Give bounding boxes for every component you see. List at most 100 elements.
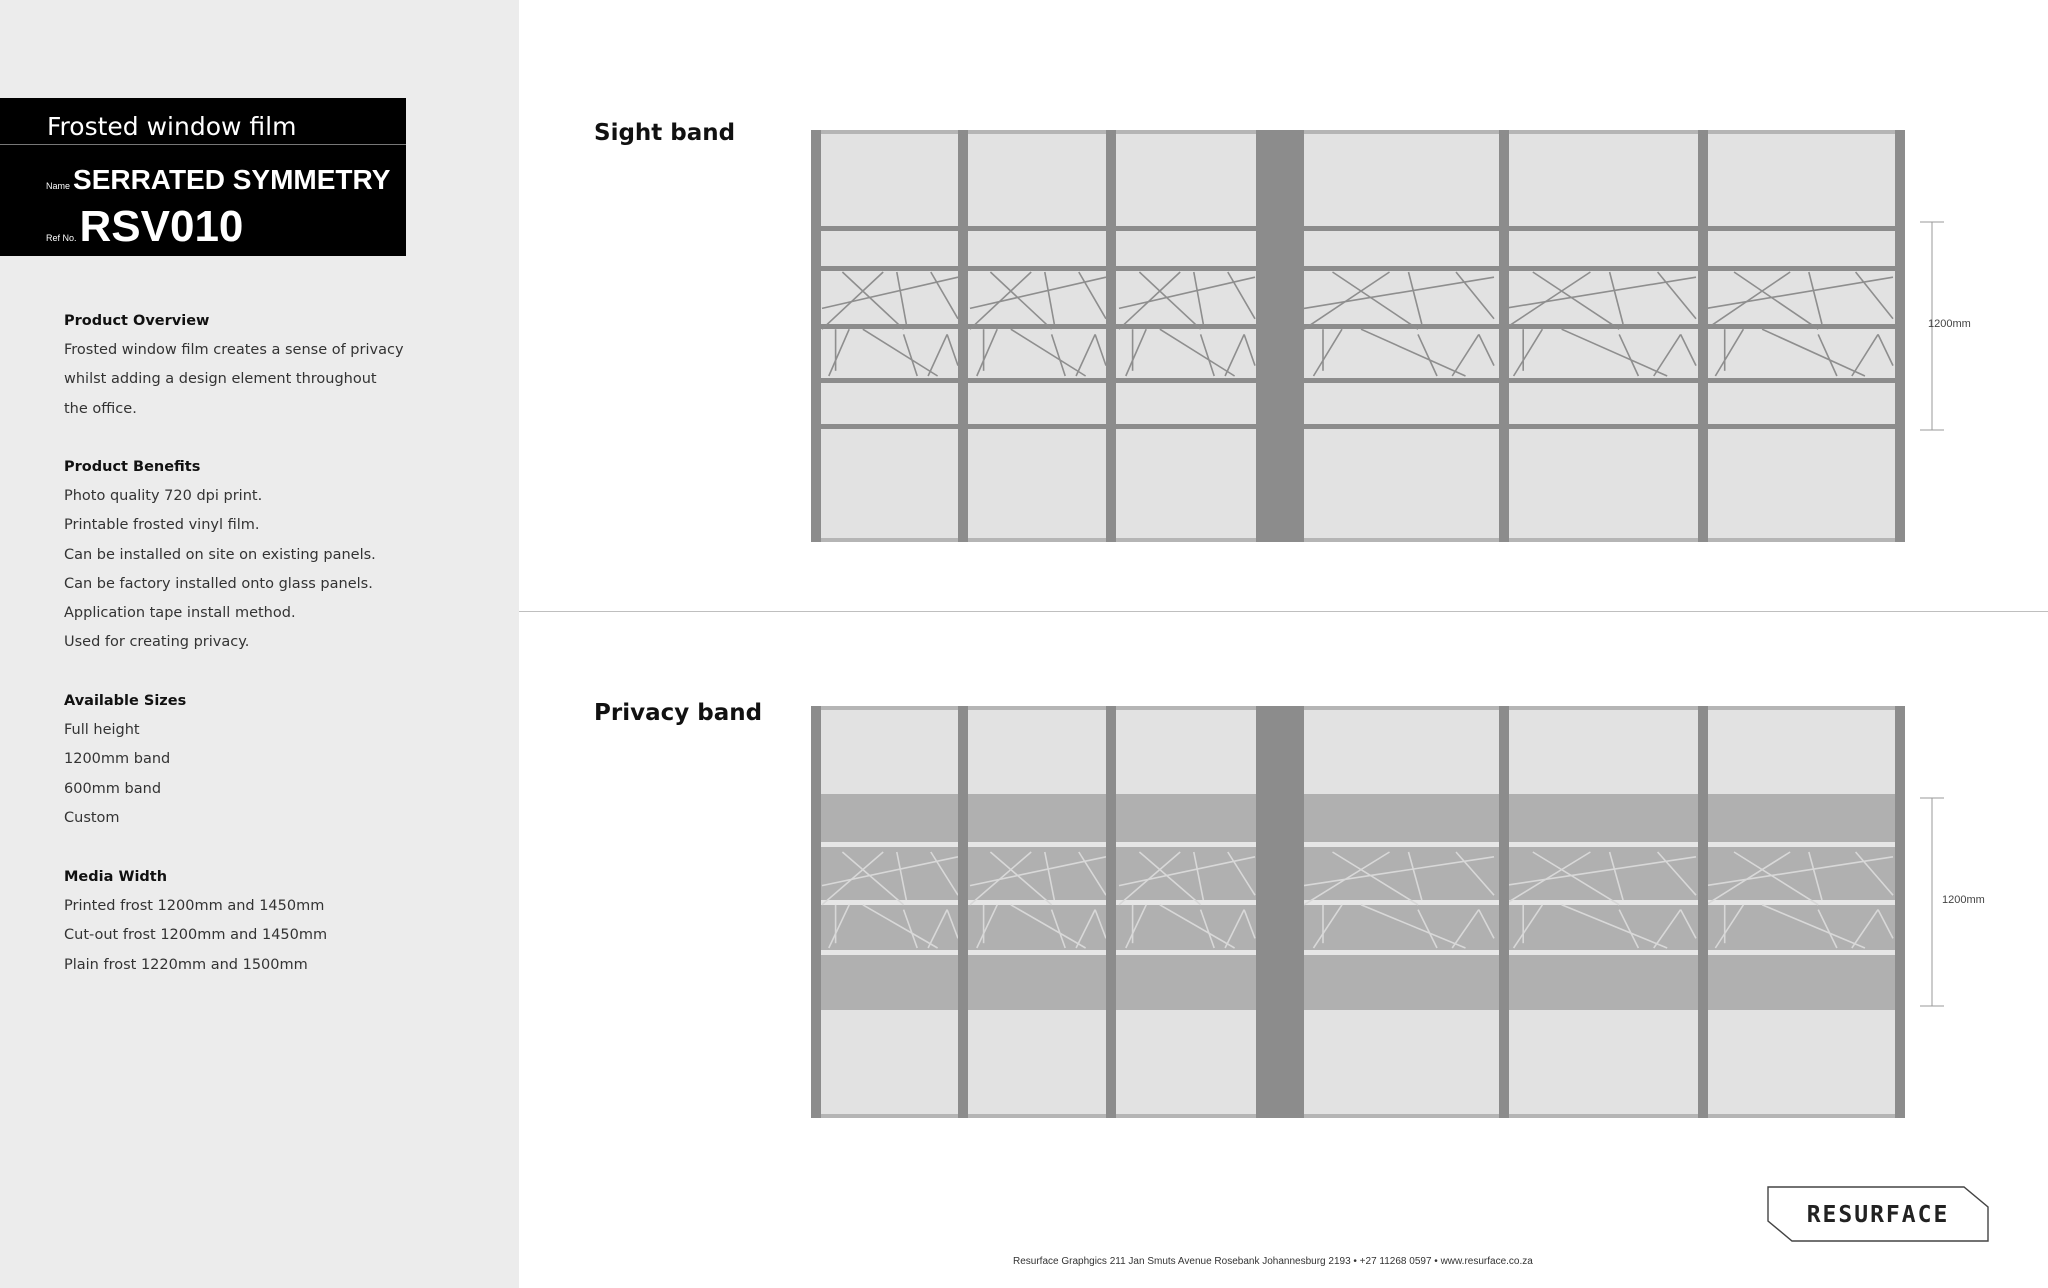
serrated-pattern-line	[1094, 909, 1107, 939]
serrated-pattern-line	[1075, 334, 1096, 377]
serrated-pattern-line	[821, 276, 959, 310]
serrated-pattern-line	[1761, 904, 1866, 949]
serrated-pattern-line	[1561, 904, 1668, 949]
serrated-pattern-line	[1854, 851, 1894, 896]
serrated-pattern-line	[862, 328, 939, 377]
serrated-pattern-line	[1417, 334, 1438, 377]
serrated-pattern-line	[989, 851, 1053, 906]
serrated-pattern-line	[1360, 904, 1466, 949]
serrated-pattern-line	[896, 851, 908, 901]
serrated-pattern-line	[969, 856, 1107, 887]
serrated-pattern-line	[1312, 904, 1343, 949]
serrated-pattern-line	[1332, 271, 1419, 330]
serrated-pattern-line	[1608, 271, 1624, 325]
serrated-pattern-line	[1679, 334, 1697, 366]
vertical-mullion	[1106, 130, 1116, 542]
privacy-band-dimension: 1200mm	[1942, 894, 1985, 906]
serrated-pattern-line	[976, 904, 998, 949]
serrated-pattern-line	[1118, 276, 1256, 310]
name-label: Name	[46, 181, 71, 191]
serrated-pattern-line	[1078, 851, 1107, 896]
vertical-mullion	[958, 130, 968, 542]
serrated-pattern-line	[1656, 271, 1697, 320]
vertical-mullion	[958, 706, 968, 1118]
sight-band-diagram	[811, 130, 1944, 542]
serrated-pattern-line	[841, 271, 905, 330]
media-item: Plain frost 1220mm and 1500mm	[64, 956, 308, 973]
serrated-pattern-line	[1512, 328, 1544, 377]
serrated-pattern-line	[821, 856, 959, 887]
serrated-pattern-line	[1044, 851, 1056, 901]
serrated-pattern-line	[1075, 909, 1096, 949]
serrated-pattern-line	[1657, 851, 1697, 896]
serrated-pattern-line	[862, 904, 939, 949]
benefit-item: Printable frosted vinyl film.	[64, 517, 260, 534]
serrated-pattern-line	[1817, 909, 1838, 949]
serrated-pattern-line	[1653, 333, 1682, 377]
sight-band-title: Sight band	[594, 120, 736, 146]
size-item: 600mm band	[64, 780, 162, 797]
serrated-pattern-line	[828, 904, 850, 949]
serrated-pattern-line	[1010, 904, 1087, 949]
vertical-mullion	[811, 130, 821, 542]
serrated-pattern-line	[930, 271, 959, 320]
benefit-item: Can be factory installed onto glass pane…	[64, 575, 373, 592]
serrated-pattern-line	[1303, 856, 1495, 887]
serrated-pattern-line	[1808, 271, 1823, 325]
serrated-pattern-line	[989, 271, 1053, 330]
serrated-pattern-line	[930, 851, 959, 896]
serrated-pattern-line	[1118, 856, 1256, 887]
serrated-pattern-line	[1618, 334, 1640, 377]
serrated-pattern-line	[1877, 334, 1894, 366]
serrated-pattern-line	[1159, 328, 1236, 377]
serrated-pattern-line	[1159, 904, 1236, 949]
central-column	[1256, 706, 1304, 1118]
overview-line: the office.	[64, 400, 137, 417]
vertical-mullion	[1698, 130, 1708, 542]
serrated-pattern-line	[1478, 909, 1495, 939]
horizontal-bar	[811, 950, 1904, 955]
serrated-pattern-line	[1193, 851, 1205, 901]
serrated-pattern-line	[1761, 328, 1866, 377]
serrated-pattern-line	[1407, 271, 1423, 325]
serrated-pattern-line	[1714, 904, 1745, 949]
serrated-pattern-line	[1455, 271, 1495, 320]
serrated-pattern-line	[946, 909, 959, 939]
media-item: Cut-out frost 1200mm and 1450mm	[64, 927, 328, 944]
horizontal-bar	[811, 842, 1904, 847]
serrated-pattern-line	[1854, 271, 1894, 320]
serrated-pattern-line	[1653, 909, 1682, 949]
privacy-band-title: Privacy band	[594, 700, 763, 726]
top-rail	[811, 706, 1904, 710]
size-item: 1200mm band	[64, 751, 171, 768]
benefit-item: Application tape install method.	[64, 605, 296, 622]
serrated-pattern-line	[1193, 271, 1205, 325]
ref-label: Ref No.	[46, 233, 77, 243]
serrated-pattern-line	[1455, 851, 1495, 896]
serrated-pattern-line	[1503, 276, 1697, 310]
title-divider	[0, 144, 406, 145]
serrated-pattern-line	[902, 909, 918, 949]
ref-row: Ref No.RSV010	[46, 202, 243, 252]
product-category: Frosted window film	[47, 112, 297, 141]
serrated-pattern-line	[1532, 271, 1620, 330]
footer-contact: Resurface Graphgics 211 Jan Smuts Avenue…	[1013, 1256, 1533, 1267]
overview-line: Frosted window film creates a sense of p…	[64, 342, 404, 358]
benefits-section: Product Benefits Photo quality 720 dpi p…	[64, 453, 484, 658]
media-item: Printed frost 1200mm and 1450mm	[64, 898, 325, 914]
vertical-mullion	[1698, 706, 1708, 1118]
serrated-pattern-line	[1243, 909, 1256, 939]
benefit-item: Can be installed on site on existing pan…	[64, 546, 376, 563]
bottom-rail	[811, 538, 1904, 542]
serrated-pattern-line	[1705, 856, 1894, 887]
size-item: Full height	[64, 722, 140, 738]
benefit-item: Photo quality 720 dpi print.	[64, 488, 263, 504]
sizes-section: Available Sizes Full height 1200mm band …	[64, 687, 484, 833]
media-section: Media Width Printed frost 1200mm and 145…	[64, 863, 484, 980]
central-column	[1256, 130, 1304, 542]
serrated-pattern-line	[1478, 334, 1495, 366]
vertical-mullion	[1895, 130, 1905, 542]
serrated-pattern-line	[896, 271, 908, 325]
serrated-pattern-line	[1417, 909, 1438, 949]
